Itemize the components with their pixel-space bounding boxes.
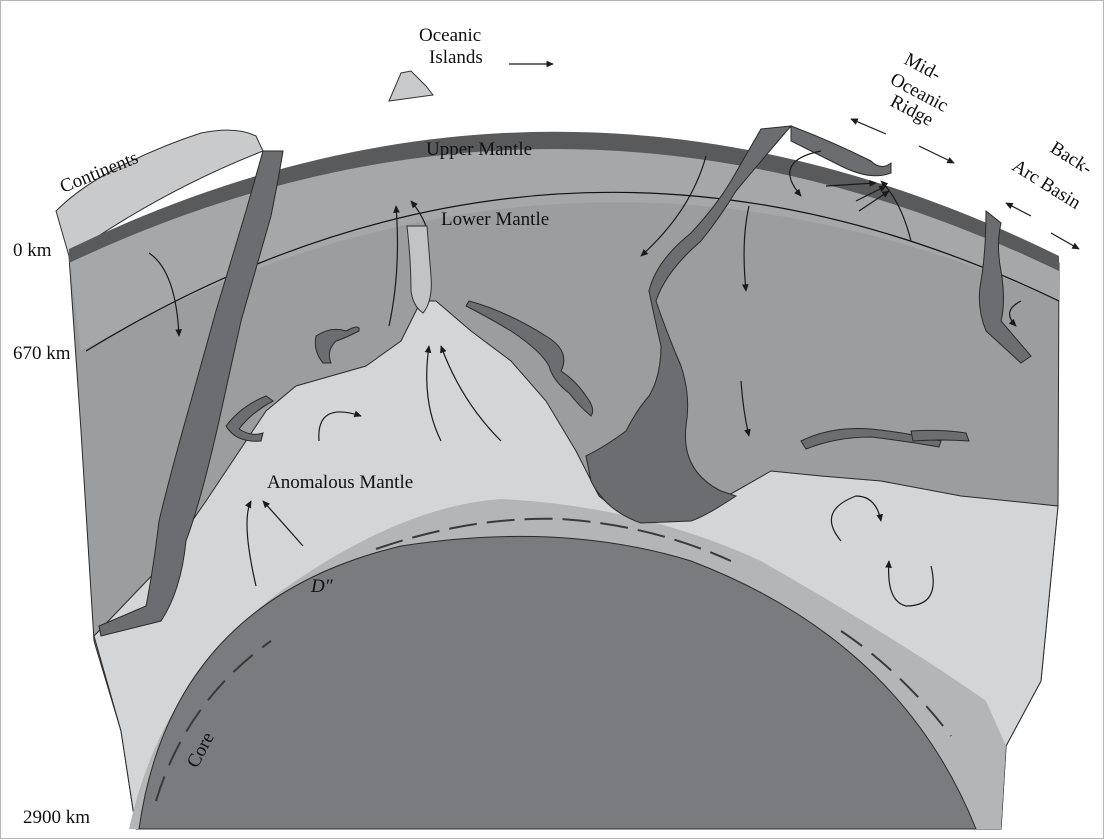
back-arc-basin-label-line1: Back- [1046,137,1096,179]
anomalous-mantle-label: Anomalous Mantle [267,472,413,493]
backarc-spread-arrow-right [1051,233,1079,249]
slab-fragment-5 [911,430,969,441]
d-double-prime-label: D″ [310,576,334,597]
depth-670km-label: 670 km [13,343,71,364]
depth-0km-label: 0 km [13,240,52,261]
oceanic-islands-label-line2: Islands [429,47,483,68]
ridge-spread-arrow-right [919,146,954,163]
oceanic-islands-label-line1: Oceanic [419,25,481,46]
lower-mantle-label: Lower Mantle [441,209,549,230]
depth-2900km-label: 2900 km [23,807,90,828]
oceanic-island-shape [389,71,433,101]
upper-mantle-label: Upper Mantle [426,139,532,160]
backarc-spread-arrow-left [1006,203,1031,216]
ridge-spread-arrow-left [851,119,886,134]
